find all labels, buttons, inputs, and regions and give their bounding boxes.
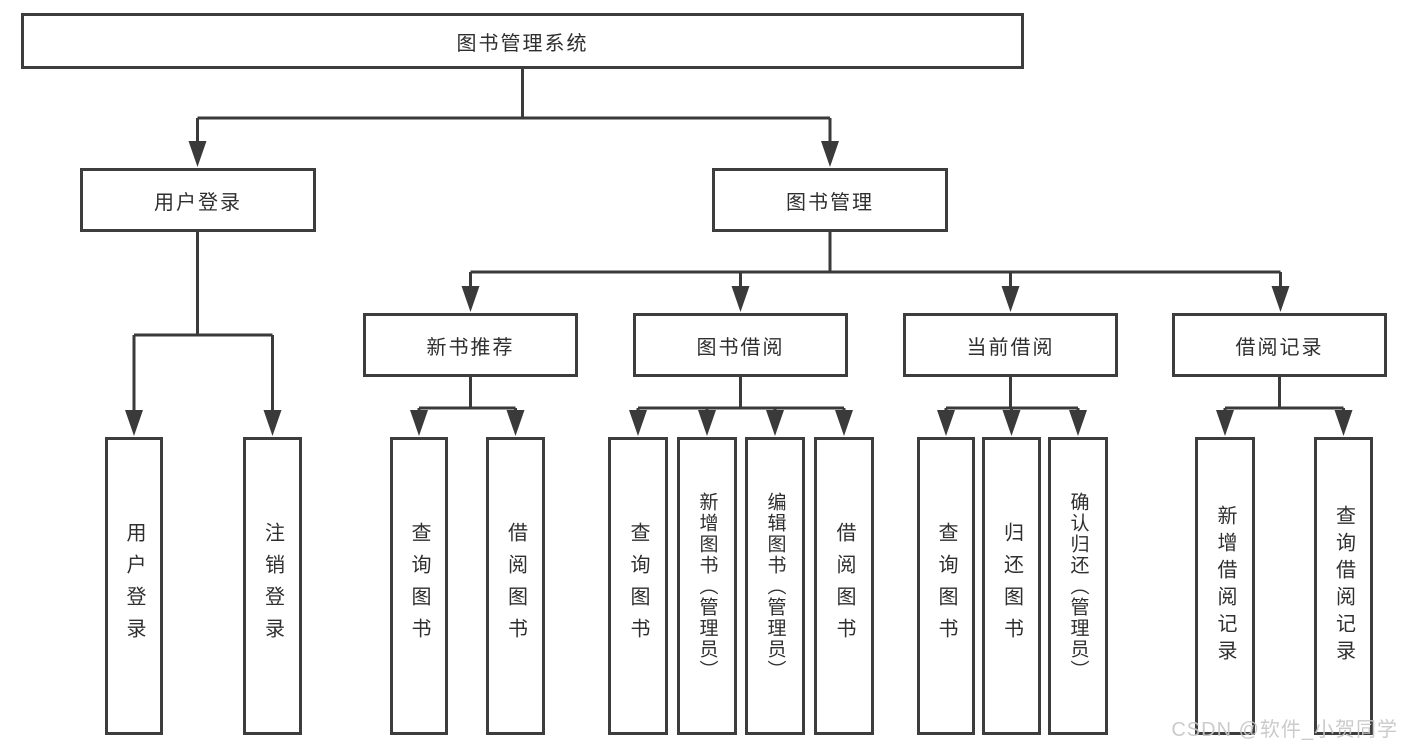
leaf-query-borrowing-record: 查询借阅记录 [1314,437,1373,735]
node-current-borrowing: 当前借阅 [903,313,1118,377]
leaf-add-book-admin: 新增图书（管理员） [677,437,737,735]
leaf-borrow-books-borrowing: 借阅图书 [814,437,874,735]
leaf-return-books: 归还图书 [982,437,1041,735]
node-book-borrowing: 图书借阅 [633,313,848,377]
leaf-query-books-current: 查询图书 [917,437,975,735]
leaf-confirm-return-admin: 确认归还（管理员） [1048,437,1108,735]
node-book-management: 图书管理 [712,168,948,232]
node-new-book-recommendation: 新书推荐 [363,313,578,377]
leaf-borrow-books-recommend: 借阅图书 [486,437,545,735]
node-library-management-system: 图书管理系统 [21,13,1024,69]
node-user-login: 用户登录 [80,168,316,232]
leaf-edit-book-admin: 编辑图书（管理员） [745,437,805,735]
leaf-add-borrowing-record: 新增借阅记录 [1195,437,1255,735]
leaf-logout: 注销登录 [243,437,302,735]
node-borrowing-records: 借阅记录 [1172,313,1387,377]
csdn-watermark: CSDN @软件_小贺同学 [1171,719,1398,741]
leaf-user-login: 用户登录 [105,437,163,735]
arrowheads [125,141,1353,436]
leaf-query-books-recommend: 查询图书 [390,437,448,735]
leaf-query-books-borrowing: 查询图书 [608,437,668,735]
